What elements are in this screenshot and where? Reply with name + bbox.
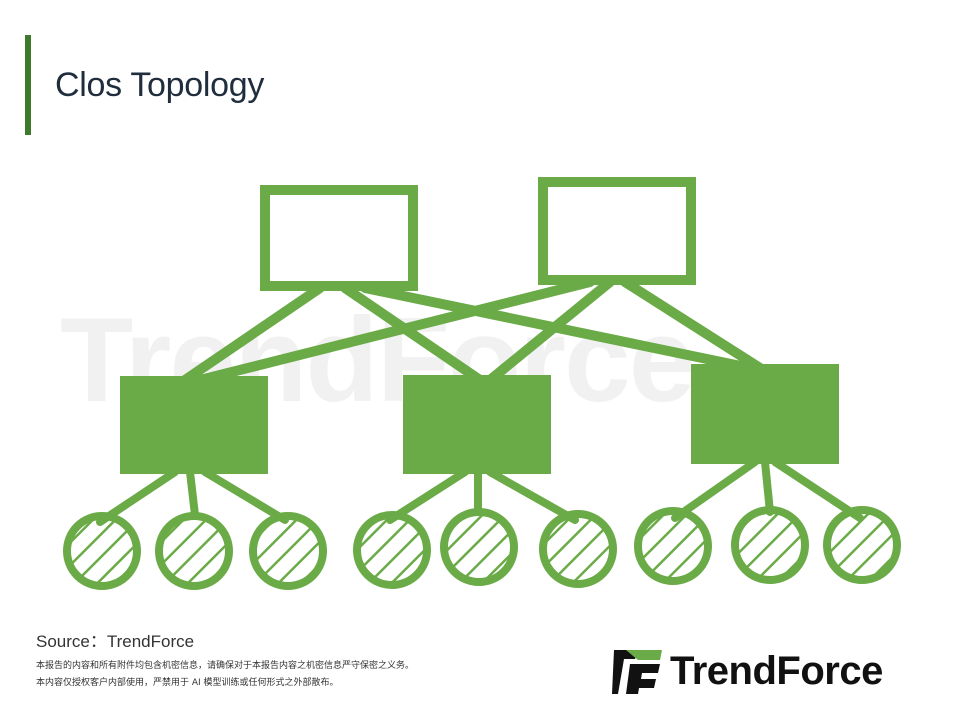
link-spine1-leaf3 (360, 283, 765, 375)
leaf-switch-2 (403, 375, 551, 474)
host-circle (440, 508, 518, 586)
leaf-switch-1 (120, 376, 268, 474)
spine-leaf-links (180, 277, 765, 385)
hosts (63, 506, 901, 590)
link-spine2-leaf2 (485, 277, 615, 385)
host-circle (249, 512, 327, 590)
link-leaf3-host2 (761, 458, 774, 516)
link-leaf2-host1 (386, 468, 469, 524)
spine-switch-1 (260, 185, 418, 291)
leaf-switch-3 (691, 364, 839, 464)
disclaimer-line-1: 本报告的内容和所有附件均包含机密信息，请确保对于本报告内容之机密信息严守保密之义… (36, 661, 415, 671)
host-circle (731, 506, 809, 584)
link-spine2-leaf3 (620, 277, 765, 373)
host-circle (823, 506, 901, 584)
host-circle (539, 510, 617, 588)
link-leaf1-host2 (186, 468, 199, 519)
page-title: Clos Topology (55, 66, 265, 104)
host-circle (634, 507, 712, 585)
logo-text: TrendForce (670, 649, 883, 693)
disclaimer-line-2: 本内容仅授权客户内部使用，严禁用于 AI 模型训练或任何形式之外部散布。 (36, 678, 339, 688)
link-spine2-leaf1 (195, 277, 595, 385)
host-circle (155, 512, 233, 590)
link-spine1-leaf1 (180, 283, 325, 385)
title-accent-bar (25, 35, 31, 135)
source-note: Source：TrendForce (36, 632, 195, 651)
trendforce-logo: TrendForce (612, 648, 932, 696)
link-spine1-leaf2 (340, 283, 485, 385)
host-circle (63, 512, 141, 590)
link-leaf3-host1 (671, 458, 759, 522)
trendforce-logo-mark (612, 650, 662, 694)
link-leaf2-host3 (486, 468, 579, 524)
spine-switch-2 (538, 177, 696, 285)
host-circle (353, 511, 431, 589)
link-leaf3-host3 (771, 458, 864, 522)
link-leaf1-host3 (201, 468, 289, 524)
